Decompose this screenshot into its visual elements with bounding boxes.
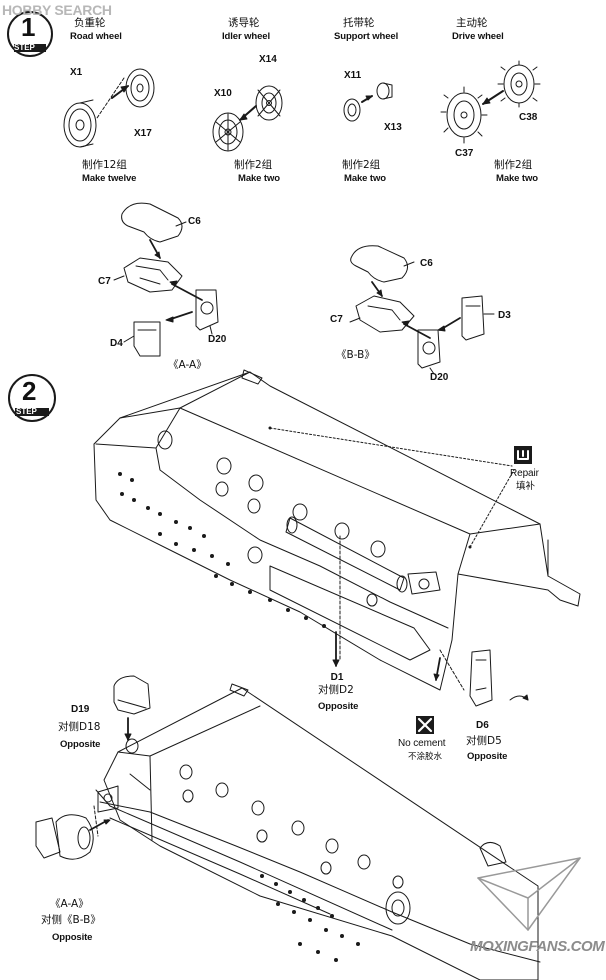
part-label-c6-aa: C6 [188, 216, 201, 227]
part-label-c38: C38 [519, 112, 538, 123]
step1-badge-art [7, 11, 53, 57]
part-label-c7-aa: C7 [98, 276, 111, 287]
road-wheel-title-cn: 负重轮 [74, 17, 106, 29]
part-label-x13: X13 [384, 122, 402, 133]
subassembly-bb-diagram [349, 245, 495, 375]
part-label-d4-aa: D4 [110, 338, 123, 349]
callout-d1-part: D1 [330, 672, 344, 683]
callout-d19-opposite-cn: 对侧D18 [58, 721, 101, 733]
idler-wheel-qty-cn: 制作2组 [234, 159, 273, 171]
hull-upper-diagram [93, 369, 581, 707]
support-wheel-diagram [343, 82, 393, 122]
subassembly-aa-diagram [113, 202, 219, 357]
no-cement-label-cn: 不涂胶水 [408, 752, 443, 762]
part-label-x1: X1 [70, 67, 83, 78]
drive-wheel-qty-en: Make two [496, 173, 538, 184]
part-label-c7-bb: C7 [330, 314, 343, 325]
road-wheel-title-en: Road wheel [70, 31, 122, 42]
watermark-plane-art [477, 857, 581, 931]
callout-aa-opposite-cn: 对侧《B-B》 [41, 914, 101, 926]
hull-lower-diagram [35, 675, 541, 980]
callout-aa-caption: 《A-A》 [50, 898, 89, 910]
repair-label-en: Repair [510, 468, 539, 479]
callout-aa-opposite-en: Opposite [52, 932, 93, 943]
step2-badge-art [8, 374, 56, 422]
drive-wheel-qty-cn: 制作2组 [494, 159, 533, 171]
road-wheel-diagram [63, 68, 155, 148]
idler-wheel-title-cn: 诱导轮 [228, 17, 260, 29]
part-label-x11: X11 [344, 70, 362, 81]
subassembly-aa-caption: 《A-A》 [168, 359, 207, 371]
callout-d19-opposite-en: Opposite [60, 739, 101, 750]
part-label-d20-aa: D20 [208, 334, 227, 345]
road-wheel-qty-cn: 制作12组 [82, 159, 127, 171]
subassembly-bb-caption: 《B-B》 [336, 349, 375, 361]
drive-wheel-title-cn: 主动轮 [456, 17, 488, 29]
repair-icon-art [514, 446, 532, 464]
idler-wheel-qty-en: Make two [238, 173, 280, 184]
callout-d1-opposite-cn: 对侧D2 [318, 684, 354, 696]
support-wheel-qty-en: Make two [344, 173, 386, 184]
support-wheel-qty-cn: 制作2组 [342, 159, 381, 171]
step1-number: 1 [21, 12, 36, 42]
repair-label-cn: 填补 [516, 481, 536, 492]
drive-wheel-diagram [440, 60, 541, 144]
no-cement-icon-art [416, 716, 434, 734]
watermark-bottom: MOXINGFANS.COM [470, 938, 605, 955]
part-label-x10: X10 [214, 88, 232, 99]
part-label-c37: C37 [455, 148, 474, 159]
support-wheel-title-en: Support wheel [334, 31, 399, 42]
callout-d6-part: D6 [476, 720, 489, 731]
part-label-x17: X17 [134, 128, 152, 139]
callout-d19-part: D19 [71, 704, 90, 715]
callout-d6-opposite-cn: 对侧D5 [466, 735, 502, 747]
part-label-d20-bb: D20 [430, 372, 449, 383]
idler-wheel-title-en: Idler wheel [222, 31, 271, 42]
no-cement-label-en: No cement [398, 738, 446, 749]
support-wheel-title-cn: 托带轮 [343, 17, 375, 29]
callout-d6-opposite-en: Opposite [467, 751, 508, 762]
part-label-d3-bb: D3 [498, 310, 511, 321]
watermark-top: HOBBY SEARCH [2, 2, 112, 18]
idler-wheel-diagram [212, 85, 283, 152]
step2-number: 2 [22, 376, 37, 406]
step1-label: STEP [14, 43, 35, 52]
step2-label: STEP [16, 407, 37, 416]
part-label-x14: X14 [259, 54, 277, 65]
drive-wheel-title-en: Drive wheel [452, 31, 504, 42]
part-label-c6-bb: C6 [420, 258, 433, 269]
callout-d1-opposite-en: Opposite [318, 701, 359, 712]
road-wheel-qty-en: Make twelve [82, 173, 137, 184]
